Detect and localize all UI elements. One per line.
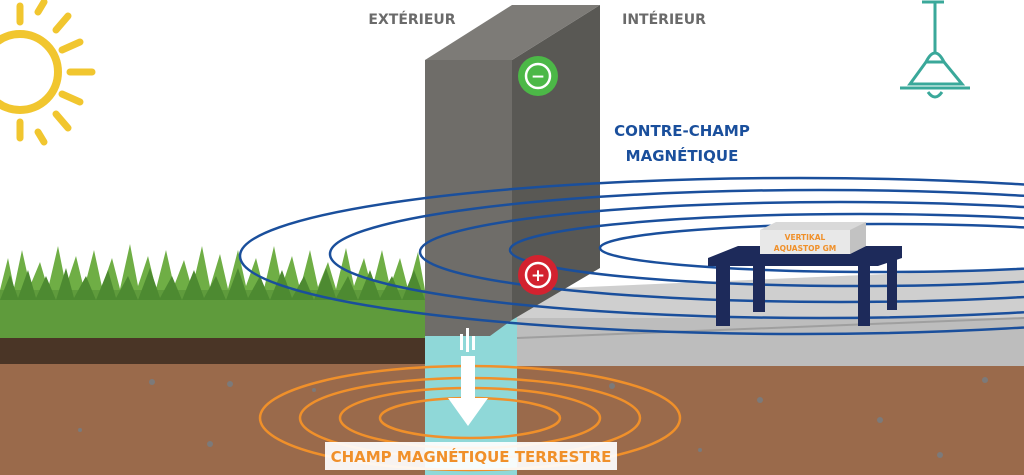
product-label-line2: AQUASTOP GM: [774, 244, 836, 253]
topsoil: [0, 336, 425, 364]
wall: [425, 5, 600, 336]
earth-field-label: CHAMP MAGNÉTIQUE TERRESTRE: [331, 447, 612, 466]
product-label-line1: VERTIKAL: [785, 233, 826, 242]
sun-icon: [0, 0, 96, 146]
exterior-label: EXTÉRIEUR: [368, 11, 455, 28]
down-arrow-icon: [448, 328, 488, 426]
earth-field-label-plate: [325, 442, 617, 470]
soil-stones: [78, 377, 988, 458]
counter-field-ring-3: [418, 200, 1024, 304]
counter-field-label-line2: MAGNÉTIQUE: [626, 146, 739, 165]
lamp-icon: [900, 0, 970, 99]
counter-field-ring-5: [598, 222, 1024, 274]
grass: [0, 244, 425, 338]
interior-label: INTÉRIEUR: [622, 11, 706, 28]
minus-icon: −: [518, 56, 558, 96]
counter-field-ring-2: [328, 188, 1024, 320]
counter-field-ring-1: [238, 176, 1024, 336]
plus-icon: +: [518, 255, 558, 295]
counter-field-label-line1: CONTRE-CHAMP: [614, 122, 750, 140]
plus-symbol: +: [531, 266, 545, 286]
minus-symbol: −: [531, 67, 545, 87]
product-box: [760, 222, 866, 254]
